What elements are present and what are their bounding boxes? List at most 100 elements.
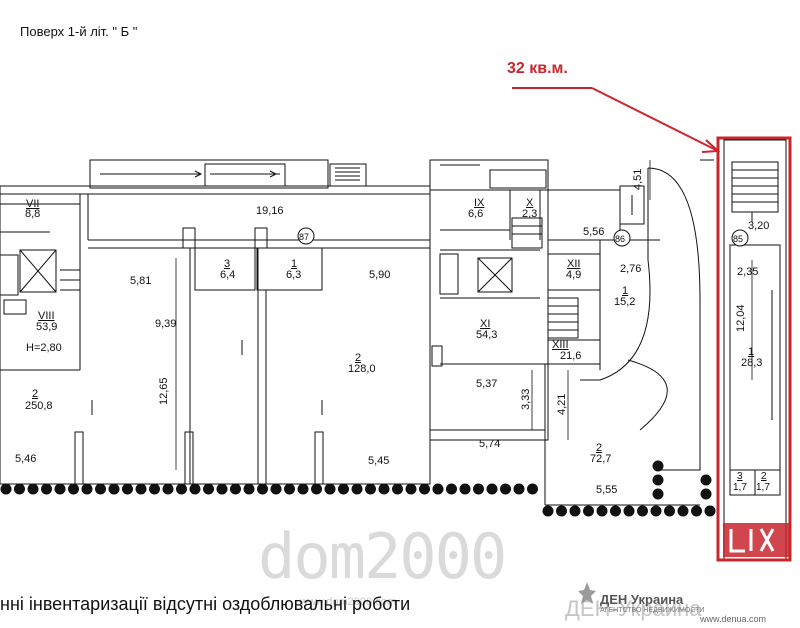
brand-tagline: АГЕНТСТВО НЕДВИЖИМОСТИ [600, 607, 705, 614]
room-3-number: 3 [224, 258, 231, 270]
facade-dot [0, 483, 12, 495]
facade-dot [610, 505, 621, 517]
room-ix-number: IX [474, 197, 485, 209]
facade-dot [677, 505, 689, 517]
room-vii-area: 8,8 [25, 208, 41, 220]
highlight-box [716, 136, 792, 562]
room-xiii-number: XIII [552, 339, 569, 351]
room-2a-area: 250,8 [25, 400, 53, 412]
facade-dot [637, 505, 648, 517]
facade-dot [700, 488, 712, 500]
facade-dot [652, 460, 664, 472]
facade-dot [338, 483, 349, 495]
dim-555: 5,55 [596, 484, 618, 496]
facade-dot [216, 483, 228, 495]
dim-545: 5,45 [368, 455, 390, 467]
facade-dot [189, 483, 201, 495]
dim-556: 5,56 [583, 226, 605, 238]
dim-333: 3,33 [520, 388, 532, 410]
room-height: Н=2,80 [26, 342, 62, 354]
dim-546: 5,46 [15, 453, 37, 465]
dim-1916: 19,16 [256, 205, 284, 217]
facade-dot [446, 483, 457, 495]
facade-dot [691, 505, 702, 517]
facade-dot [176, 483, 187, 495]
dim-537: 5,37 [476, 378, 498, 390]
facade-dot [257, 483, 268, 495]
facade-dot [162, 483, 174, 495]
room-x-number: X [526, 197, 534, 209]
room-ix-area: 6,6 [468, 208, 484, 220]
room-1c-number: 1 [748, 346, 755, 358]
facade-dot [311, 483, 322, 495]
marker-87 [297, 227, 315, 245]
dim-1204: 12,04 [735, 304, 747, 332]
facade-dot [664, 505, 675, 517]
room-1a-area: 6,3 [286, 269, 302, 281]
facade-dot [365, 483, 376, 495]
facade-dot [704, 505, 716, 517]
facade-dot [203, 483, 214, 495]
facade-dot [324, 483, 336, 495]
facade-dot [432, 483, 444, 495]
facade-dot [513, 483, 525, 495]
facade-dot [270, 483, 282, 495]
dim-235: 2,35 [737, 266, 759, 278]
callout-leader [591, 87, 717, 151]
room-xii-area: 4,9 [566, 269, 582, 281]
facade-dot [405, 483, 417, 495]
main-block-wall [0, 193, 431, 485]
facade-dot [108, 483, 120, 495]
room-vii-number: VII [26, 198, 40, 210]
facade-dot [230, 483, 241, 495]
marker-85 [731, 229, 749, 247]
room-xiii-area: 21,6 [560, 350, 582, 362]
facade-columns [0, 460, 716, 517]
dim-320: 3,20 [748, 220, 770, 232]
room-2c-area: 72,7 [590, 453, 612, 465]
room-3s-area: 1,7 [733, 482, 747, 493]
room-1a-number: 1 [291, 258, 298, 270]
marker-85-label: 85 [733, 234, 744, 244]
facade-dot [122, 483, 133, 495]
dim-590: 5,90 [369, 269, 391, 281]
facade-dot [556, 505, 567, 517]
facade-dot [41, 483, 52, 495]
dim-276: 2,76 [620, 263, 642, 275]
room-2b-area: 128,0 [348, 363, 376, 375]
facade-dot [419, 483, 430, 495]
room-2a-number: 2 [32, 388, 39, 400]
facade-dot [652, 474, 664, 486]
facade-dot [700, 474, 712, 486]
facade-dot [243, 483, 255, 495]
facade-dot [486, 483, 498, 495]
room-x-area: 2,3 [522, 208, 538, 220]
marker-86-label: 86 [615, 234, 626, 244]
room-xi-number: XI [480, 318, 491, 330]
facade-dot [81, 483, 93, 495]
facade-dot [27, 483, 39, 495]
facade-dot [542, 505, 554, 517]
facade-dot [500, 483, 511, 495]
marker-86 [613, 229, 631, 247]
facade-dot [459, 483, 471, 495]
room-2s-number: 2 [761, 471, 767, 482]
facade-dot [297, 483, 309, 495]
brand-logo-icon [578, 582, 596, 604]
facade-dot [527, 483, 538, 495]
dim-581: 5,81 [130, 275, 152, 287]
watermark: dom2000 [258, 520, 507, 593]
top-wall [0, 185, 431, 195]
room-2b-number: 2 [355, 352, 362, 364]
room-1b-area: 15,2 [614, 296, 636, 308]
dim-451: 4,51 [632, 168, 644, 190]
room-1b-number: 1 [622, 285, 629, 297]
room-3-area: 6,4 [220, 269, 236, 281]
footer-note: нні інвентаризації відсутні оздоблювальн… [0, 594, 411, 614]
floor-title: Поверх 1-й літ. " Б " [20, 24, 138, 39]
red-logo-icon [723, 523, 789, 557]
dim-1265: 12,65 [158, 377, 170, 405]
facade-dot [351, 483, 363, 495]
room-3s-number: 3 [737, 471, 743, 482]
